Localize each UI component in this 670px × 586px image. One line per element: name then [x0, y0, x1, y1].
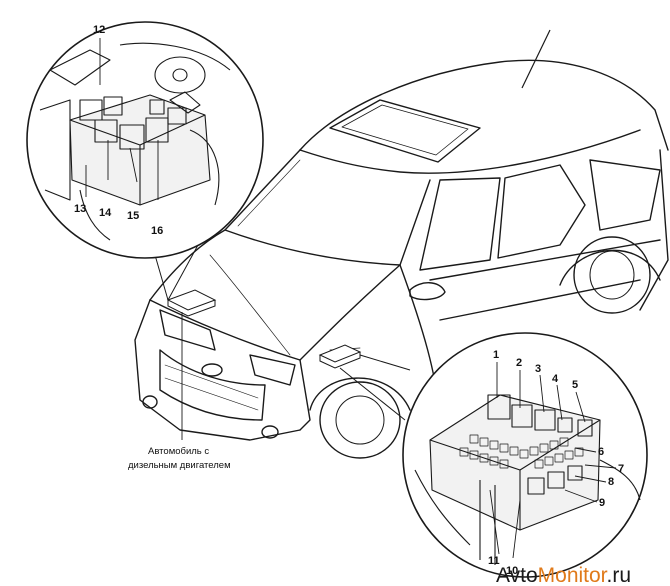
- callout-3: 3: [535, 363, 541, 375]
- engine-fuse-box-marker: [166, 289, 217, 317]
- callout-15: 15: [127, 210, 139, 222]
- callout-2: 2: [516, 357, 522, 369]
- watermark-logo: AvtoMonitor.ru: [496, 564, 631, 586]
- interior-fuse-box-inset: 1 2 3 4 5 6 7 8 9 10 11: [339, 332, 648, 578]
- watermark-part-1: Avto: [496, 564, 538, 586]
- callout-8: 8: [608, 476, 614, 488]
- callout-5: 5: [572, 379, 578, 391]
- callout-9: 9: [599, 497, 605, 509]
- callout-7: 7: [618, 463, 624, 475]
- car-illustration: [134, 59, 669, 459]
- diesel-caption: Автомобиль с дизельным двигателем: [128, 312, 231, 471]
- interior-fuse-box-marker: [318, 344, 362, 369]
- callout-10: 10: [506, 565, 518, 577]
- callout-6: 6: [598, 446, 604, 458]
- antenna-leader: [521, 29, 551, 89]
- callout-4: 4: [552, 373, 559, 385]
- callout-16: 16: [151, 225, 163, 237]
- callout-13: 13: [74, 203, 86, 215]
- callout-12: 12: [93, 24, 105, 36]
- engine-fuse-box-inset: 12 13 14 15 16: [26, 21, 264, 301]
- watermark-part-3: .ru: [607, 564, 632, 586]
- callout-11: 11: [488, 555, 500, 567]
- callout-14: 14: [99, 207, 112, 219]
- caption-line-1: Автомобиль с: [148, 446, 209, 457]
- callout-1: 1: [493, 349, 499, 361]
- caption-line-2: дизельным двигателем: [128, 460, 231, 471]
- watermark-part-2: Monitor: [538, 564, 608, 586]
